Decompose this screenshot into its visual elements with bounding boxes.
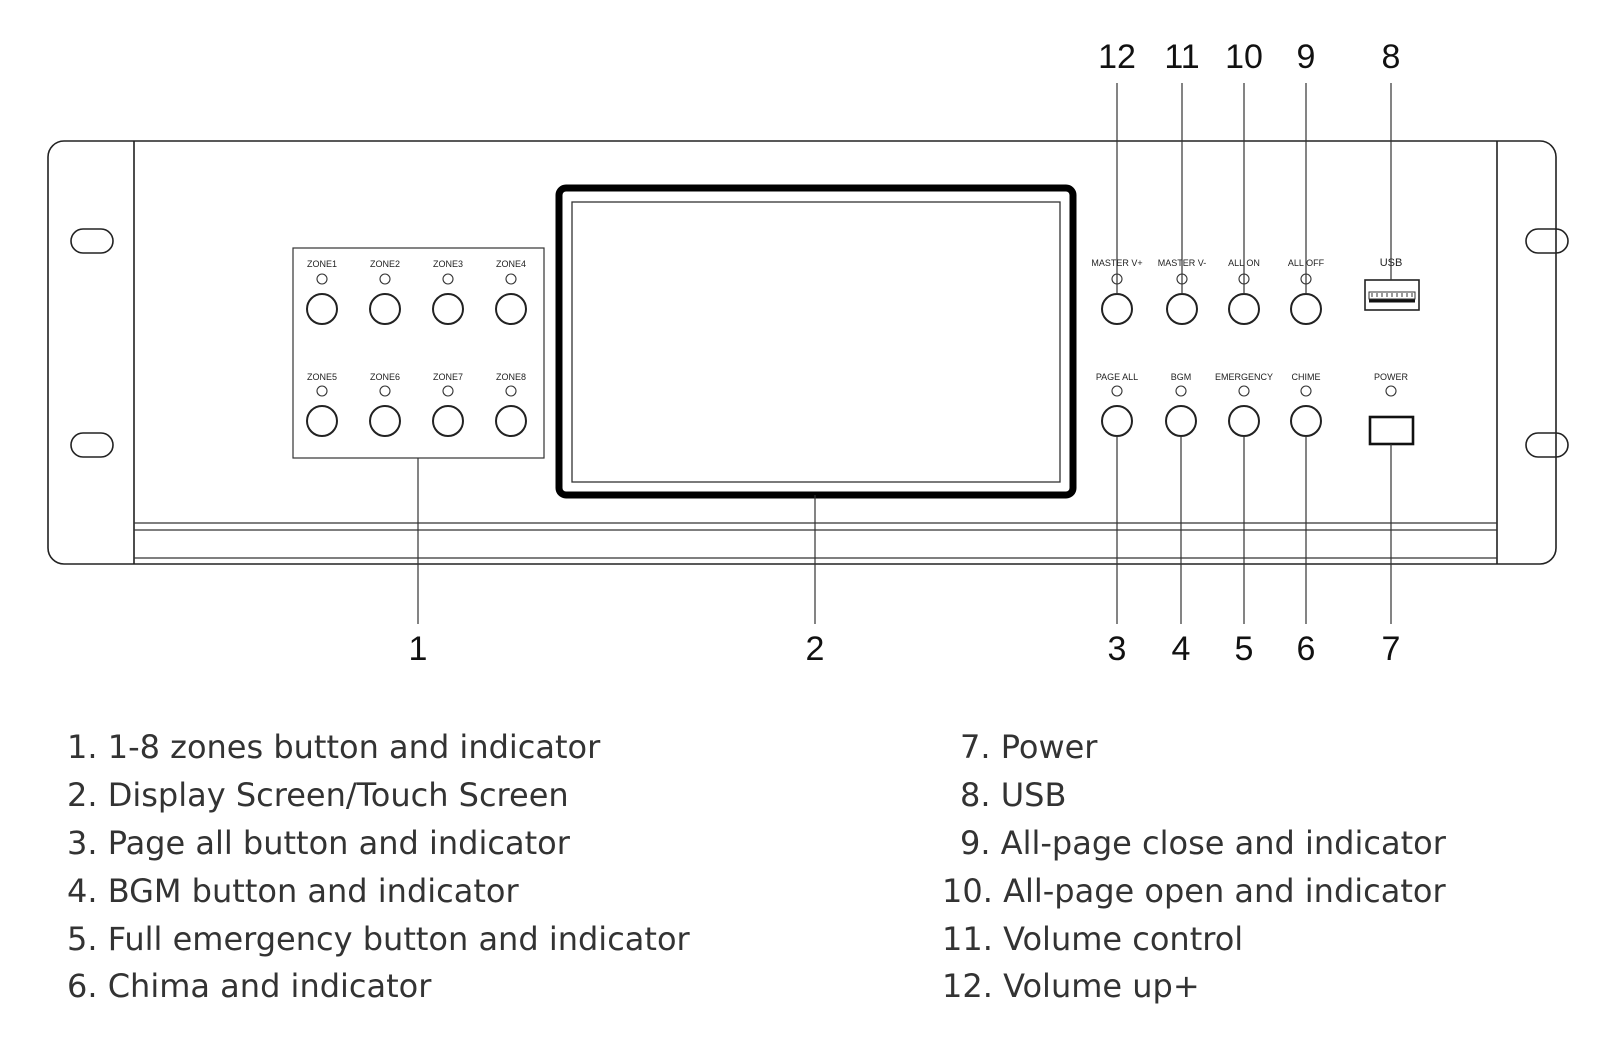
- callout-number: 5: [1235, 630, 1254, 668]
- callout-number: 6: [1297, 630, 1316, 668]
- callout-number: 9: [1297, 38, 1316, 76]
- zone-label: ZONE3: [433, 259, 463, 269]
- zone-label: ZONE4: [496, 259, 526, 269]
- callout-number: 7: [1382, 630, 1401, 668]
- chime-label: CHIME: [1292, 372, 1321, 382]
- rack-chassis: [47, 140, 1557, 565]
- bottom-callouts: 1 2 3 4 5 6 7: [409, 630, 1401, 668]
- mount-slot: [70, 228, 114, 254]
- zone-indicator-led: [379, 273, 391, 285]
- zone-button: [432, 293, 464, 325]
- top-callouts: 12 11 10 9 8: [1098, 38, 1400, 76]
- all-off-button: [1290, 293, 1322, 325]
- callout-number: 10: [1225, 38, 1263, 76]
- all-on-button: [1228, 293, 1260, 325]
- zone-button: [495, 293, 527, 325]
- emergency-button: [1228, 405, 1260, 437]
- zone-label: ZONE6: [370, 372, 400, 382]
- chime-button: [1290, 405, 1322, 437]
- bgm-label: BGM: [1171, 372, 1192, 382]
- callout-number: 12: [1098, 38, 1136, 76]
- zone-indicator-led: [316, 385, 328, 397]
- mount-slot: [70, 432, 114, 458]
- callout-number: 8: [1382, 38, 1401, 76]
- legend-item: 3. Page all button and indicator: [67, 824, 571, 862]
- zone-label: ZONE5: [307, 372, 337, 382]
- legend-item: 5. Full emergency button and indicator: [67, 920, 691, 958]
- emergency-label: EMERGENCY: [1215, 372, 1273, 382]
- power-label: POWER: [1374, 372, 1409, 382]
- legend-item: 12. Volume up+: [942, 967, 1200, 1005]
- callout-leader-lines: [417, 83, 1392, 624]
- legend-item: 6. Chima and indicator: [67, 967, 432, 1005]
- mount-slot: [1525, 228, 1569, 254]
- legend-item: 1. 1-8 zones button and indicator: [67, 728, 601, 766]
- zone-label: ZONE2: [370, 259, 400, 269]
- zone-button-block: ZONE1 ZONE2 ZONE3 ZONE4 ZONE5 ZONE6 ZONE…: [292, 247, 545, 459]
- usb-port: [1364, 279, 1420, 311]
- legend-item: 9. All-page close and indicator: [960, 824, 1447, 862]
- master-volume-down-button: [1166, 293, 1198, 325]
- zone-indicator-led: [442, 273, 454, 285]
- legend-item: 11. Volume control: [942, 920, 1243, 958]
- page-all-indicator: [1111, 385, 1123, 397]
- emergency-indicator: [1238, 385, 1250, 397]
- zone-button: [369, 405, 401, 437]
- zone-button: [432, 405, 464, 437]
- zone-label: ZONE1: [307, 259, 337, 269]
- zone-label: ZONE7: [433, 372, 463, 382]
- mount-slot: [1525, 432, 1569, 458]
- rack-mount-slots: [70, 228, 1569, 458]
- power-switch: [1368, 415, 1415, 446]
- callout-number: 1: [409, 630, 428, 668]
- zone-button: [306, 293, 338, 325]
- zone-button: [369, 293, 401, 325]
- legend-left: 1. 1-8 zones button and indicator 2. Dis…: [67, 728, 691, 1005]
- legend-right: 7. Power 8. USB 9. All-page close and in…: [942, 728, 1447, 1005]
- page-all-button: [1101, 405, 1133, 437]
- zone-indicator-led: [505, 273, 517, 285]
- bgm-indicator: [1175, 385, 1187, 397]
- zone-indicator-led: [379, 385, 391, 397]
- zone-indicator-led: [442, 385, 454, 397]
- callout-number: 11: [1164, 38, 1199, 76]
- control-button-cluster: MASTER V+ MASTER V- ALL ON ALL OFF PAGE …: [1091, 257, 1420, 446]
- callout-number: 2: [806, 630, 825, 668]
- master-volume-up-button: [1101, 293, 1133, 325]
- zone-indicator-led: [316, 273, 328, 285]
- legend-item: 7. Power: [960, 728, 1098, 766]
- power-indicator: [1385, 385, 1397, 397]
- display-touch-screen: [555, 184, 1077, 499]
- callout-number: 4: [1172, 630, 1191, 668]
- legend-item: 10. All-page open and indicator: [942, 872, 1446, 910]
- zone-button: [495, 405, 527, 437]
- page-all-label: PAGE ALL: [1096, 372, 1138, 382]
- legend-item: 8. USB: [960, 776, 1066, 814]
- bgm-button: [1165, 405, 1197, 437]
- zone-indicator-led: [505, 385, 517, 397]
- legend-item: 2. Display Screen/Touch Screen: [67, 776, 569, 814]
- callout-number: 3: [1108, 630, 1127, 668]
- legend-item: 4. BGM button and indicator: [67, 872, 519, 910]
- zone-label: ZONE8: [496, 372, 526, 382]
- zone-button: [306, 405, 338, 437]
- chime-indicator: [1300, 385, 1312, 397]
